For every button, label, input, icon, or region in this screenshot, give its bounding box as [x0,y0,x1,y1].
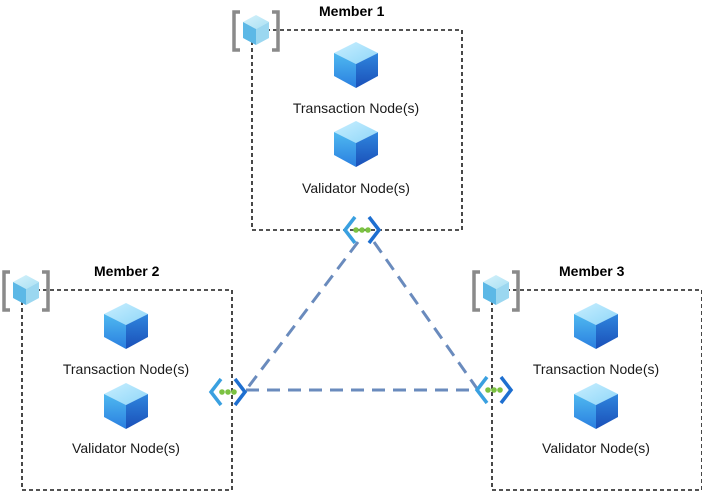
validator-node-icon [574,383,618,429]
member-title: Member 1 [319,3,385,19]
link-member1-member3 [372,241,480,391]
validator-node-label: Validator Node(s) [302,180,410,196]
member-icon [232,10,280,52]
link-member1-member2 [244,241,360,391]
member-links [244,241,480,392]
member-box [21,289,233,491]
member-2: Member 2 Transaction Node(s) Validator N… [2,263,247,491]
transaction-node-icon [334,42,378,88]
transaction-node-label: Transaction Node(s) [63,361,189,377]
member-1: Member 1 Transaction Node(s) Validator N… [232,3,463,245]
member-title: Member 3 [559,263,625,279]
validator-node-icon [334,121,378,167]
member-box [491,289,702,491]
member-title: Member 2 [94,263,160,279]
transaction-node-icon [104,303,148,349]
member-icon [2,270,50,312]
network-connection-icon [475,375,513,405]
member-icon [472,270,520,312]
validator-node-label: Validator Node(s) [72,440,180,456]
validator-node-icon [104,383,148,429]
member-3: Member 3 Transaction Node(s) Validator N… [472,263,702,491]
network-connection-icon [209,377,247,407]
transaction-node-icon [574,303,618,349]
validator-node-label: Validator Node(s) [542,440,650,456]
transaction-node-label: Transaction Node(s) [293,100,419,116]
transaction-node-label: Transaction Node(s) [533,361,659,377]
